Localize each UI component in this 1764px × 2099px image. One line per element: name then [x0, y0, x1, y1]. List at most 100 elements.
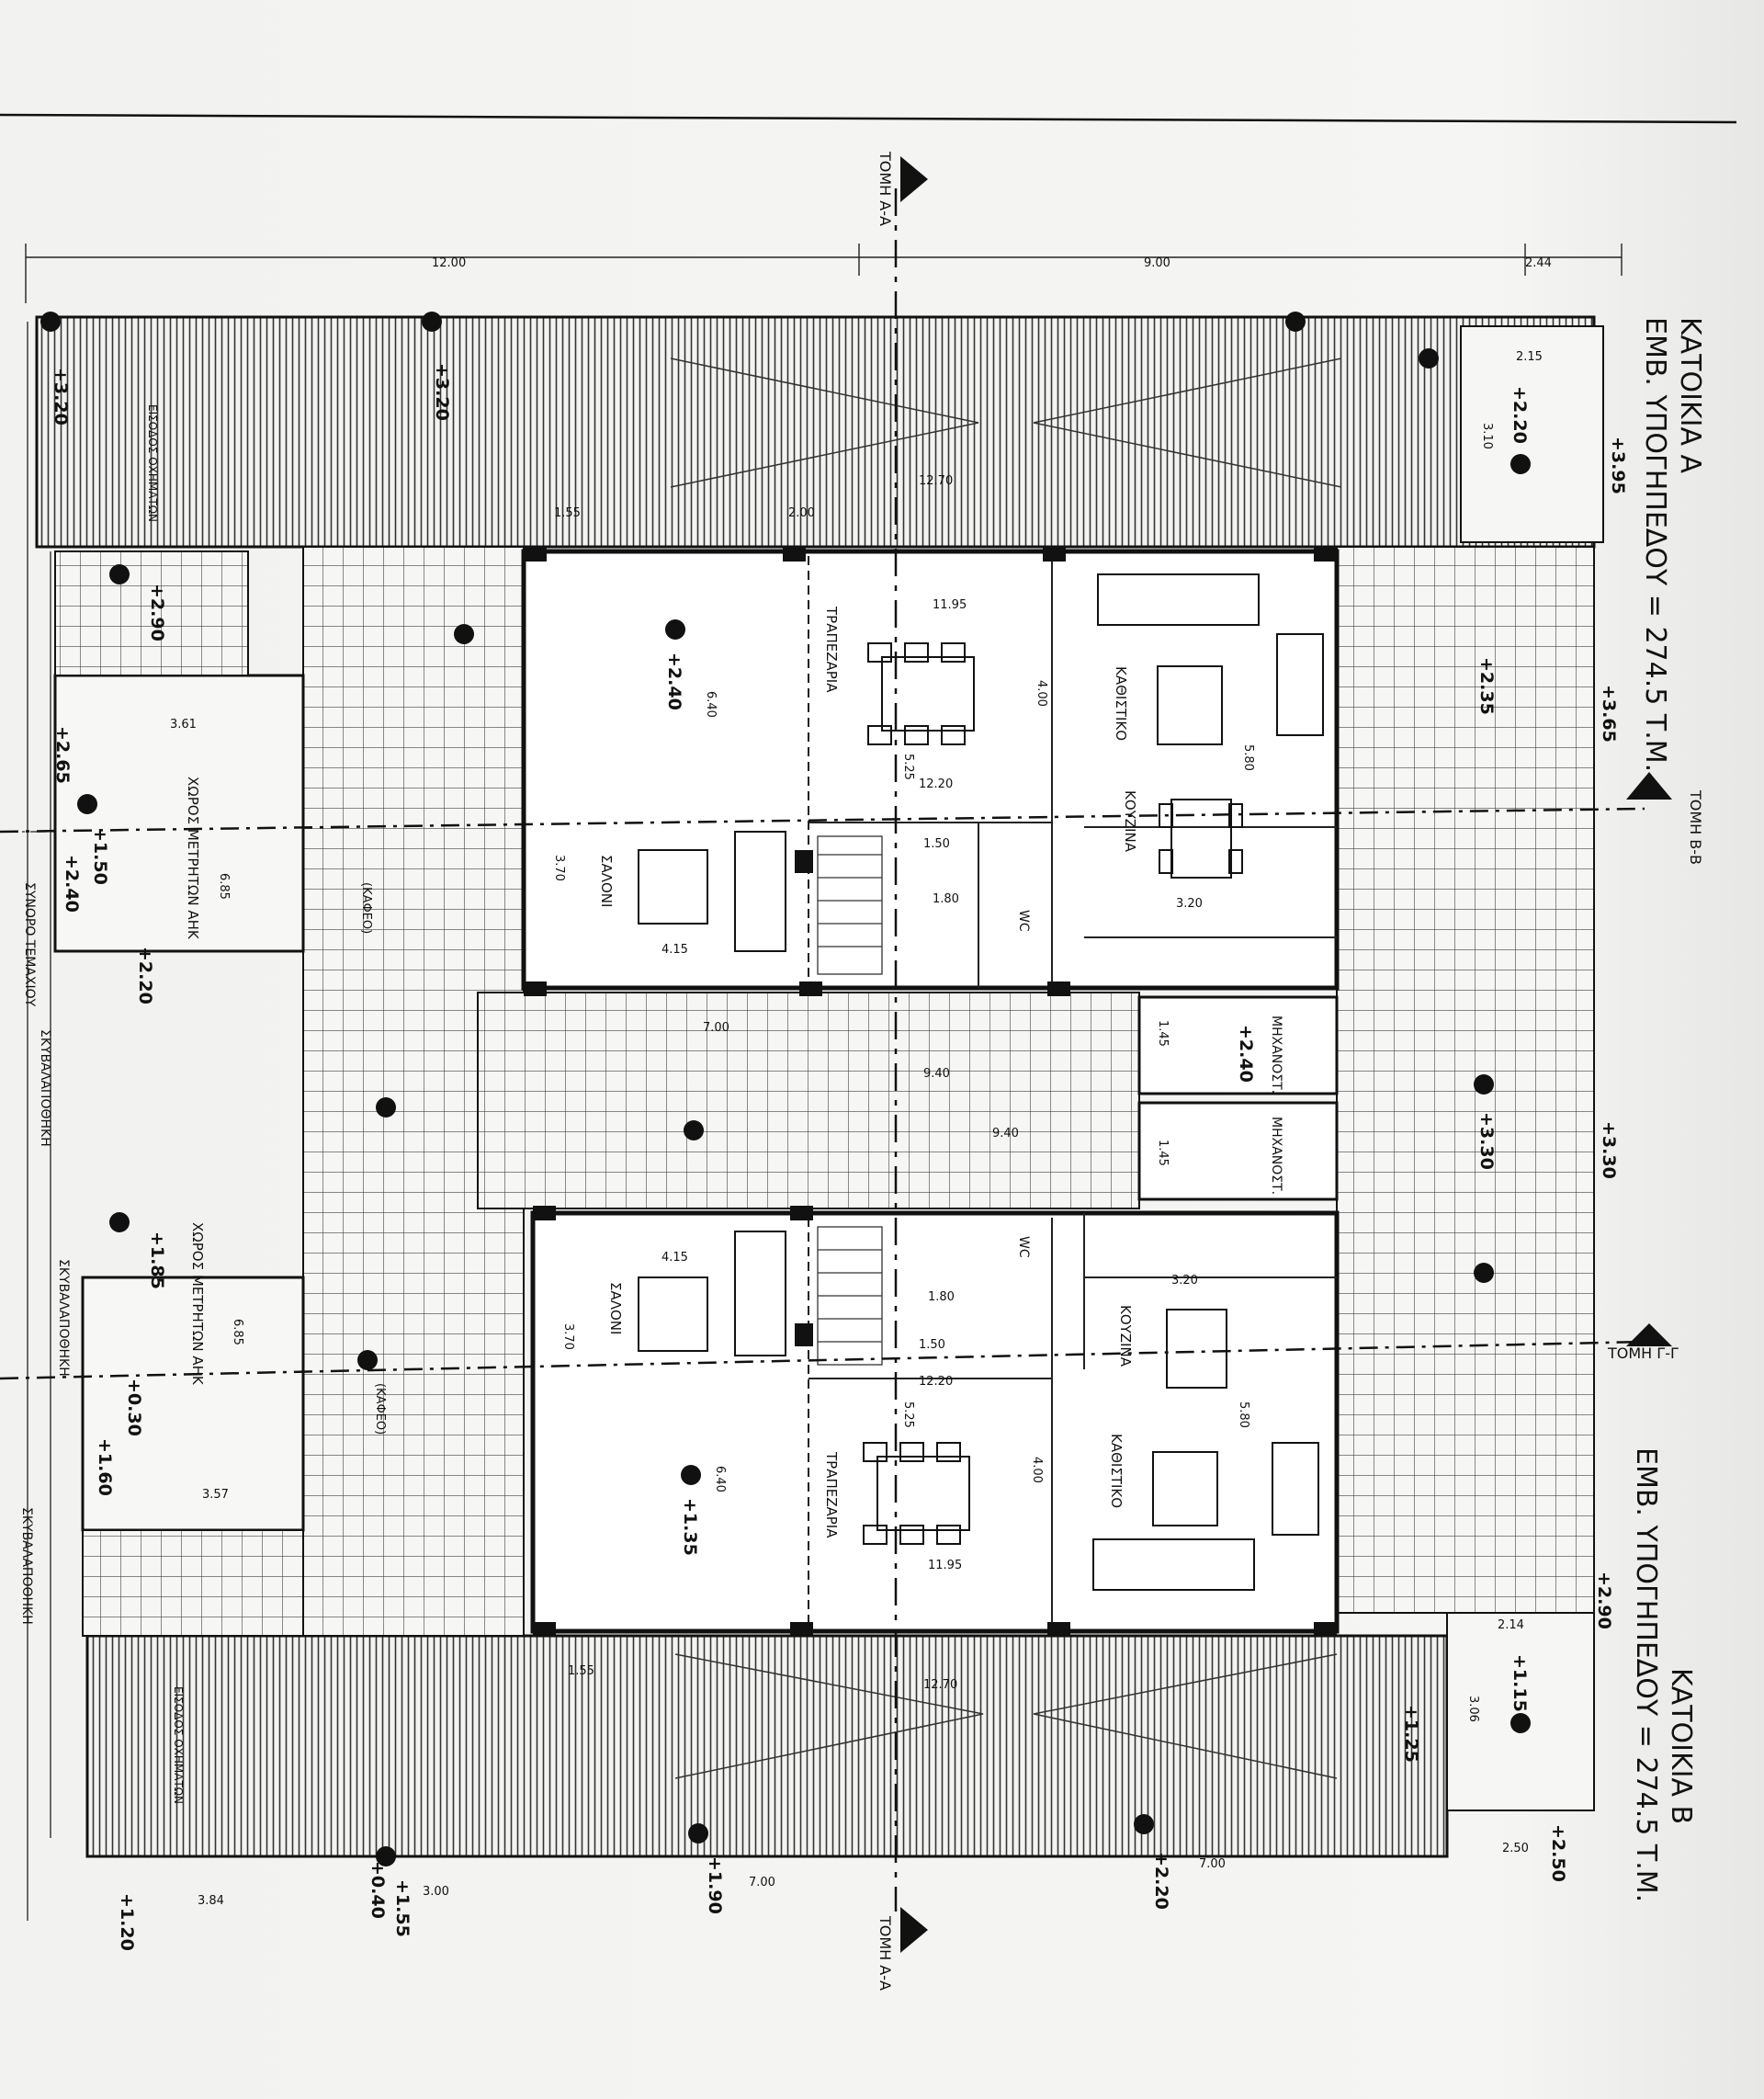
- house-a-dining-table: [867, 642, 975, 745]
- left-stair-bottom: [82, 1529, 304, 1637]
- left-stair-top: [54, 550, 249, 676]
- dim-2-00-a: 2.00: [788, 506, 815, 520]
- label-entrance-b: ΕΙΣΟΔΟΣ ΟΧΗΜΑΤΩΝ: [172, 1686, 185, 1804]
- section-aa-top-label: ΤΟΜΗ Α-Α: [876, 151, 894, 226]
- dim-6-40-b: 6.40: [713, 1466, 727, 1492]
- dim-3-20-a: 3.20: [1176, 897, 1203, 911]
- dim-11-95-a: 11.95: [933, 598, 967, 612]
- meter-room-b: [81, 1276, 305, 1532]
- dim-2-14: 2.14: [1498, 1618, 1524, 1632]
- bottom-ramp-zigzag: [674, 1653, 984, 1779]
- room-label-kouzina-a: ΚΟΥΖΙΝΑ: [1122, 790, 1138, 853]
- dim-top-9: 9.00: [1144, 256, 1170, 270]
- dim-4-00-a: 4.00: [1035, 680, 1048, 707]
- dim-6-85-b: 6.85: [231, 1319, 244, 1345]
- dim-1-80-b: 1.80: [928, 1290, 955, 1304]
- house-a-kitchen-table: [1159, 799, 1243, 879]
- dim-1-50-a: 1.50: [923, 837, 950, 851]
- dim-1-80-a: 1.80: [933, 892, 959, 906]
- section-aa-bottom-label: ΤΟΜΗ Α-Α: [876, 1915, 894, 1991]
- room-label-trapezaria-b: ΤΡΑΠΕΖΑΡΙΑ: [823, 1451, 840, 1538]
- dim-1-55-b: 1.55: [568, 1664, 594, 1678]
- dim-2-15: 2.15: [1516, 350, 1543, 364]
- label-trash-c: ΣΚΥΒΑΛΑΠΟΘΗΚΗ: [19, 1507, 34, 1625]
- dim-top-2-44: 2.44: [1525, 256, 1552, 270]
- level-1-35-b: +1.35: [680, 1498, 700, 1556]
- level-0-30: +0.30: [124, 1379, 144, 1436]
- level-2-65: +2.65: [52, 726, 73, 784]
- dim-top-12: 12.00: [432, 256, 466, 270]
- top-dimension-chain: [25, 244, 1623, 303]
- house-a-walls: [521, 549, 1340, 991]
- level-2-90-a: +2.90: [147, 584, 167, 641]
- level-3-20-b: +3.20: [51, 368, 71, 425]
- level-1-55: +1.55: [392, 1879, 413, 1937]
- room-label-kouzina-b: ΚΟΥΖΙΝΑ: [1117, 1305, 1134, 1367]
- dim-6-40-a: 6.40: [704, 691, 718, 718]
- mech-room-2: [1137, 1101, 1339, 1201]
- dim-1-45-a: 1.45: [1156, 1020, 1170, 1047]
- bottom-ramp-zigzag-2: [1033, 1653, 1338, 1779]
- room-label-trapezaria-a: ΤΡΑΠΕΖΑΡΙΑ: [823, 606, 840, 693]
- level-2-20-b: +2.20: [135, 947, 155, 1004]
- label-kafeo-b: (ΚΑΦΕΟ): [373, 1383, 387, 1435]
- house-b-dining-table: [863, 1442, 970, 1545]
- level-3-30: +3.30: [1476, 1112, 1497, 1170]
- section-aa-top-arrow: [900, 156, 928, 202]
- svg-text:ΕΜΒ. ΥΠΟΓΗΠΕΔΟΥ = 274.5 Τ.Μ.: ΕΜΒ. ΥΠΟΓΗΠΕΔΟΥ = 274.5 Τ.Μ.: [1630, 1447, 1662, 1902]
- house-b-wall-posts: [533, 1206, 1337, 1637]
- room-label-kathistiko-b: ΚΑΘΙΣΤΙΚΟ: [1108, 1434, 1125, 1508]
- level-0-40: +0.40: [368, 1861, 388, 1919]
- level-markers: [40, 312, 1531, 1866]
- dim-3-84: 3.84: [198, 1894, 224, 1908]
- dim-6-85-a: 6.85: [217, 873, 231, 900]
- room-label-kathistiko-a: ΚΑΘΙΣΤΙΚΟ: [1113, 666, 1129, 741]
- label-trash-a: ΣΚΥΒΑΛΑΠΟΘΗΚΗ: [38, 1029, 52, 1147]
- level-3-95: +3.95: [1608, 437, 1628, 494]
- dim-5-80-b: 5.80: [1237, 1401, 1250, 1428]
- dim-4-00-b: 4.00: [1030, 1457, 1044, 1483]
- house-a-title: ΚΑΤΟΙΚΙΑ Α ΕΜΒ. ΥΠΟΓΗΠΕΔΟΥ = 274.5 Τ.Μ.: [1639, 317, 1706, 772]
- dim-4-15-b: 4.15: [662, 1251, 688, 1265]
- dim-7-00-b: 7.00: [749, 1876, 775, 1889]
- level-3-65: +3.65: [1599, 685, 1619, 743]
- level-2-35: +2.35: [1476, 657, 1497, 715]
- dim-1-55-a: 1.55: [554, 506, 581, 520]
- bottom-right-landing: [1446, 1612, 1595, 1811]
- top-ramp-zigzag: [670, 357, 979, 488]
- dim-4-15-a: 4.15: [662, 943, 688, 957]
- dim-3-70-b: 3.70: [561, 1323, 575, 1350]
- level-2-90-b: +2.90: [1594, 1571, 1614, 1629]
- dim-5-25-a: 5.25: [901, 754, 915, 780]
- level-3-30-b: +3.30: [1599, 1121, 1619, 1179]
- room-label-mech-2: ΜΗΧΑΝΟΣΤ.: [1269, 1117, 1283, 1195]
- label-meter-room-a: ΧΩΡΟΣ ΜΕΤΡΗΤΩΝ ΑΗΚ: [185, 777, 201, 940]
- section-bb-label: ΤΟΜΗ Β-Β: [1687, 789, 1704, 865]
- meter-room-a: [53, 674, 305, 953]
- svg-text:ΕΜΒ. ΥΠΟΓΗΠΕΔΟΥ = 274.5 Τ.Μ.: ΕΜΒ. ΥΠΟΓΗΠΕΔΟΥ = 274.5 Τ.Μ.: [1639, 317, 1671, 772]
- house-a-wall-posts: [524, 547, 1337, 996]
- dim-5-25-b: 5.25: [901, 1401, 915, 1428]
- house-b-title: ΚΑΤΟΙΚΙΑ Β ΕΜΒ. ΥΠΟΓΗΠΕΔΟΥ = 274.5 Τ.Μ.: [1630, 1447, 1697, 1902]
- dim-3-00: 3.00: [423, 1885, 449, 1899]
- top-hatched-area: [35, 315, 1596, 549]
- svg-text:ΚΑΤΟΙΚΙΑ Β: ΚΑΤΟΙΚΙΑ Β: [1665, 1668, 1697, 1824]
- level-1-50: +1.50: [90, 827, 110, 885]
- house-a-partitions: [808, 556, 1337, 988]
- section-bb-arrow: [1626, 772, 1672, 800]
- house-b-partitions: [808, 1213, 1337, 1627]
- top-right-landing: [1460, 325, 1604, 543]
- room-label-wc-a: WC: [1016, 910, 1031, 932]
- room-label-mech-1: ΜΗΧΑΝΟΣΤ.: [1269, 1015, 1283, 1094]
- level-2-40-c: +2.40: [1236, 1025, 1256, 1083]
- house-b-furniture: [638, 1231, 1319, 1591]
- dim-7-00-a: 7.00: [703, 1021, 729, 1035]
- dim-2-50: 2.50: [1502, 1842, 1529, 1855]
- dim-1-45-b: 1.45: [1156, 1140, 1170, 1166]
- dim-12-20-b: 12.20: [919, 1375, 953, 1389]
- house-b-walls: [530, 1210, 1340, 1634]
- section-gg-label: ΤΟΜΗ Γ-Γ: [1607, 1344, 1679, 1362]
- room-label-saloni-b: ΣΑΛΟΝΙ: [607, 1282, 624, 1334]
- level-2-40-a: +2.40: [664, 652, 684, 710]
